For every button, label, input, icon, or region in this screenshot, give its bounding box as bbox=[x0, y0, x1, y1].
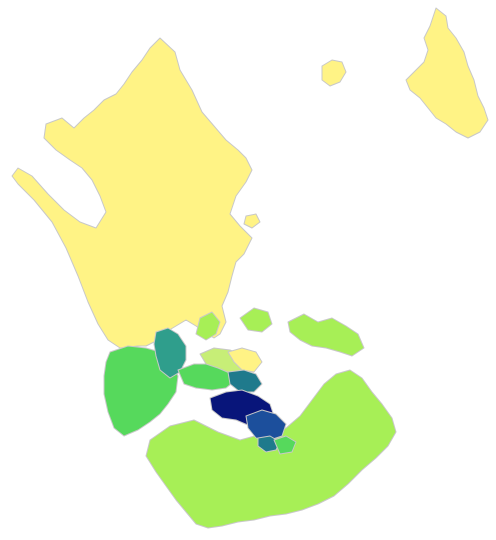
region-northern-region[interactable] bbox=[11, 37, 253, 349]
region-eastern-suburbs[interactable] bbox=[245, 409, 287, 441]
region-devonport[interactable] bbox=[227, 347, 263, 373]
region-kawau-island[interactable] bbox=[243, 213, 261, 229]
region-harbour-south[interactable] bbox=[227, 369, 263, 393]
region-hibiscus-coast[interactable] bbox=[195, 311, 221, 341]
region-little-barrier-island[interactable] bbox=[321, 59, 347, 87]
region-waiheke-island[interactable] bbox=[287, 313, 365, 357]
region-manukau-east[interactable] bbox=[273, 435, 297, 455]
region-great-barrier-island[interactable] bbox=[405, 7, 489, 139]
region-small-hauraki-island[interactable] bbox=[239, 307, 273, 333]
